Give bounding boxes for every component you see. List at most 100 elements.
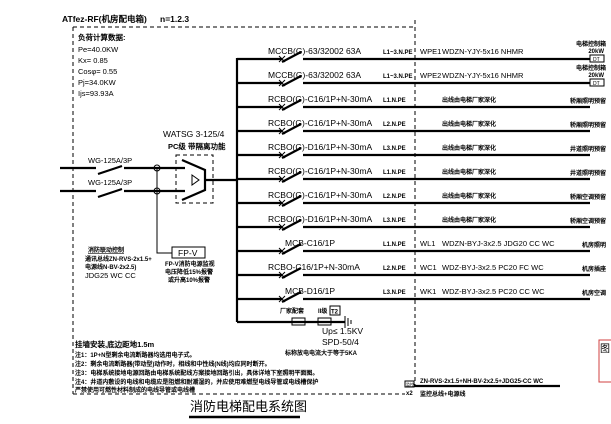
load-name: 井道照明预留 [570, 145, 606, 153]
install-note: 挂墙安装,底边距地1.5m [75, 339, 155, 349]
load-pe: Pe=40.0KW [78, 45, 119, 54]
incoming-section: WG-125A/3P WG-125A/3P WATSG 3-125/4 PC级 … [60, 129, 237, 284]
note-line: 注1：1P+N型剩余电流断路器均选用电子式。 [75, 351, 196, 359]
phase-label: L1.N.PE [383, 170, 406, 176]
monitor-count: x2 [406, 391, 413, 397]
cable-spec: WDZN-YJY-5x16 NHMR [442, 71, 524, 80]
circuit-line [237, 267, 590, 279]
load-cos: Cosφ= 0.55 [78, 67, 117, 76]
circuit-row[interactable]: RCBO(G)-C16/1P+N-30mA L1.N.PE 出线由电梯厂家深化 井道照… [237, 166, 606, 183]
phase-label: L2.N.PE [383, 266, 406, 272]
breaker-label: RCBO(G)-C16/1P+N-30mA [268, 190, 372, 200]
circuit-id: WK1 [420, 287, 436, 296]
circuit-line [237, 75, 590, 87]
fire-link-line: JDG25 WC CC [85, 271, 136, 280]
spd-vendor: 厂家配套 [280, 307, 304, 315]
load-box [589, 78, 605, 87]
breaker-label: MCB-C16/1P [285, 238, 335, 248]
load-power: 20kW [588, 73, 604, 79]
circuit-line [237, 51, 590, 63]
ats-contacts [181, 158, 237, 202]
breaker-x-icon [278, 295, 286, 303]
circuit-line [237, 195, 590, 207]
load-calc-title: 负荷计算数据: [78, 32, 126, 42]
load-power: 20kW [588, 49, 604, 55]
circuit-id: WL1 [420, 239, 435, 248]
breaker-x-icon [278, 103, 286, 111]
cable-spec: 出线由电梯厂家深化 [442, 168, 496, 176]
cable-spec: WDZ-BYJ-3x2.5 PC20 FC WC [442, 263, 544, 272]
load-name: 机房空调 [582, 289, 606, 297]
spd-up: Up≤ 1.5KV [322, 326, 363, 336]
load-name: 电梯控制箱 [576, 40, 606, 48]
note-line: 注2：剩余电流断路器(带动型)动作时，相线和中性线(N线)均应同时断开。 [75, 360, 271, 368]
monitor-cable: ZN-RVS-2x1.5+NH-BV-2x2.5+JDG25-CC WC [420, 379, 544, 385]
circuit-line [237, 99, 590, 111]
load-name: 轿厢照明预留 [570, 97, 606, 105]
circuit-line [237, 147, 590, 159]
incoming-breaker-1: WG-125A/3P [88, 156, 132, 165]
circuit-line [237, 243, 590, 255]
ats-model: WATSG 3-125/4 [163, 129, 225, 139]
circuit-line [237, 123, 590, 135]
circuit-line [237, 291, 590, 303]
fire-link-title: 消防联动控制 [88, 246, 124, 254]
panel-enclosure [72, 20, 416, 395]
cable-spec: 出线由电梯厂家深化 [442, 216, 496, 224]
load-name: 电梯控制箱 [576, 64, 606, 72]
cable-spec: 出线由电梯厂家深化 [442, 96, 496, 104]
circuit-line [237, 171, 590, 183]
fire-link-line: 通讯总线ZN-RVS-2x1.5+ [85, 255, 152, 263]
notes: 挂墙安装,底边距地1.5m 注1：1P+N型剩余电流断路器均选用电子式。 注2：… [74, 339, 318, 394]
monitor-section: 监控 x2 ZN-RVS-2x1.5+NH-BV-2x2.5+JDG25-CC … [404, 379, 560, 398]
breaker-label: RCBO-C16/1P+N-30mA [268, 262, 360, 272]
fpv-tap-line [156, 168, 172, 254]
load-name: 轿厢照明预留 [570, 121, 606, 129]
spd-class: II级 [318, 307, 327, 315]
cable-spec: WDZ-BYJ-3x2.5 PC20 CC WC [442, 287, 545, 296]
monitor-box [404, 380, 415, 388]
monitor-tag: 监控 [406, 381, 414, 387]
breaker-x-icon [278, 223, 286, 231]
fpv-note: 或升高10%报警 [168, 276, 210, 284]
breaker-x-icon [278, 55, 286, 63]
phase-label: L1~3.N.PE [383, 74, 413, 80]
incoming-breaker-2: WG-125A/3P [88, 178, 132, 187]
load-tag: DT [593, 81, 600, 87]
spd-class-box [329, 305, 341, 316]
load-calc: 负荷计算数据: Pe=40.0KW Kx= 0.85 Cosφ= 0.55 Pj… [78, 32, 126, 98]
breaker-label: RCBO(G)-D16/1P+N-30mA [268, 214, 372, 224]
phase-label: L1~3.N.PE [383, 50, 413, 56]
fpv-label: FP-V [178, 248, 198, 258]
ats-desc: PC级 带隔离功能 [168, 141, 226, 151]
load-name: 轿厢空调预留 [570, 193, 606, 201]
breaker-x-icon [278, 175, 286, 183]
phase-label: L2.N.PE [383, 194, 406, 200]
note-line: 注3：电梯系统接地电源回路由电梯系统配线方案接地回路引出，具体详地下室照明平面图… [75, 369, 318, 377]
load-name: 井道照明预留 [570, 169, 606, 177]
breaker-label: RCBO(G)-C16/1P+N-30mA [268, 166, 372, 176]
load-kx: Kx= 0.85 [78, 56, 108, 65]
phase-label: L1.N.PE [383, 98, 406, 104]
breaker-x-icon [278, 247, 286, 255]
breaker-label: RCBO(G)-D16/1P+N-30mA [268, 142, 372, 152]
spd-class-tag: T2 [331, 310, 339, 316]
fpv-note: 电压降低15%报警 [165, 268, 213, 276]
cable-spec: WDZN-BYJ-3x2.5 JDG20 CC WC [442, 239, 555, 248]
circuit-line [237, 219, 590, 231]
phase-label: L3.N.PE [383, 290, 406, 296]
circuit-id: WPE2 [420, 71, 441, 80]
cable-spec: 出线由电梯厂家深化 [442, 144, 496, 152]
note-line: 严禁使用可燃性材料制成的电线导管或电线槽 [74, 386, 195, 394]
